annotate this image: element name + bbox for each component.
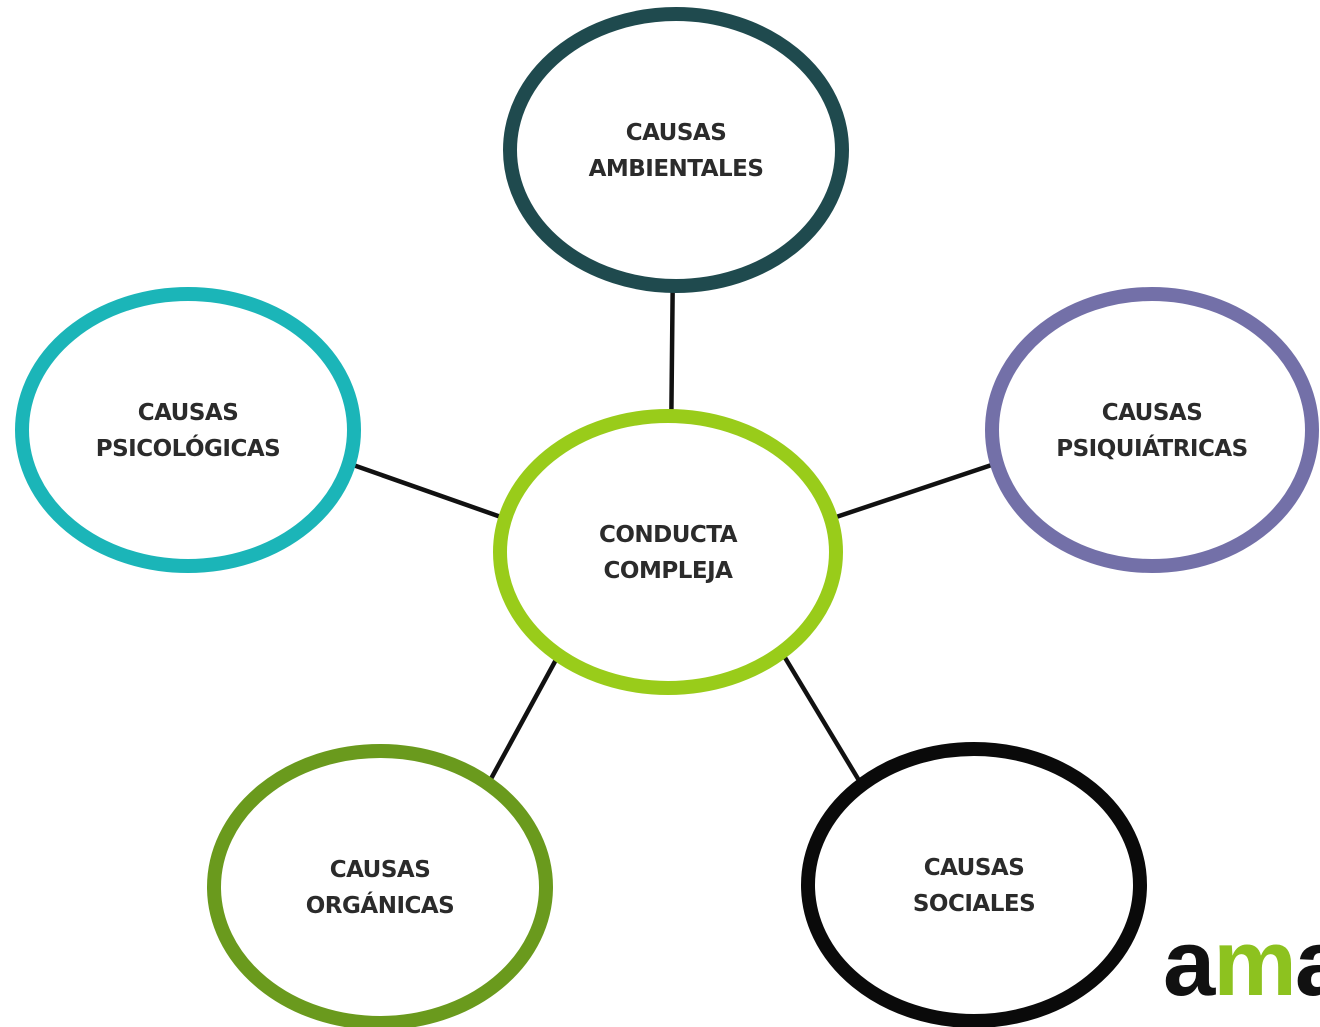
node-label-organicas-1: CAUSAS [330,857,431,883]
connector-psicologicas [346,461,508,521]
node-label-psicologicas-1: CAUSAS [138,400,239,426]
node-psicologicas: CAUSAS PSICOLÓGICAS [15,287,361,573]
node-organicas: CAUSAS ORGÁNICAS [207,744,553,1027]
node-conducta: CONDUCTA COMPLEJA [493,409,843,695]
node-ring-conducta [493,409,843,695]
connector-psiquiatricas [828,460,1000,522]
node-label-conducta-2: COMPLEJA [604,558,734,584]
node-label-psiquiatricas-2: PSIQUIÁTRICAS [1056,434,1247,462]
node-label-psicologicas-2: PSICOLÓGICAS [96,434,280,462]
node-psiquiatricas: CAUSAS PSIQUIÁTRICAS [985,287,1319,573]
node-label-ambientales-2: AMBIENTALES [589,156,764,182]
node-ambientales: CAUSAS AMBIENTALES [503,7,849,293]
logo-letter: a [1295,910,1320,1015]
node-ring-psiquiatricas [985,287,1319,573]
node-label-conducta-1: CONDUCTA [599,522,738,548]
node-ring-sociales [801,742,1147,1027]
connector-ambientales [669,283,675,419]
logo-letter: a [1163,910,1215,1015]
node-ring-ambientales [503,7,849,293]
connector-sociales [779,649,864,788]
node-label-sociales-1: CAUSAS [924,855,1025,881]
node-label-psiquiatricas-1: CAUSAS [1102,400,1203,426]
connector-lines [346,283,1000,788]
connector-organicas [485,652,561,787]
node-ring-psicologicas [15,287,361,573]
logo-letter: m [1213,910,1297,1015]
node-label-organicas-2: ORGÁNICAS [306,891,455,919]
node-label-ambientales-1: CAUSAS [626,120,727,146]
node-label-sociales-2: SOCIALES [913,891,1035,917]
node-sociales: CAUSAS SOCIALES [801,742,1147,1027]
diagram-nodes: CAUSASAMBIENTALESCAUSASPSICOLÓGICASCAUSA… [15,7,1319,1027]
node-ring-organicas [207,744,553,1027]
logo: ama [1163,916,1320,1010]
